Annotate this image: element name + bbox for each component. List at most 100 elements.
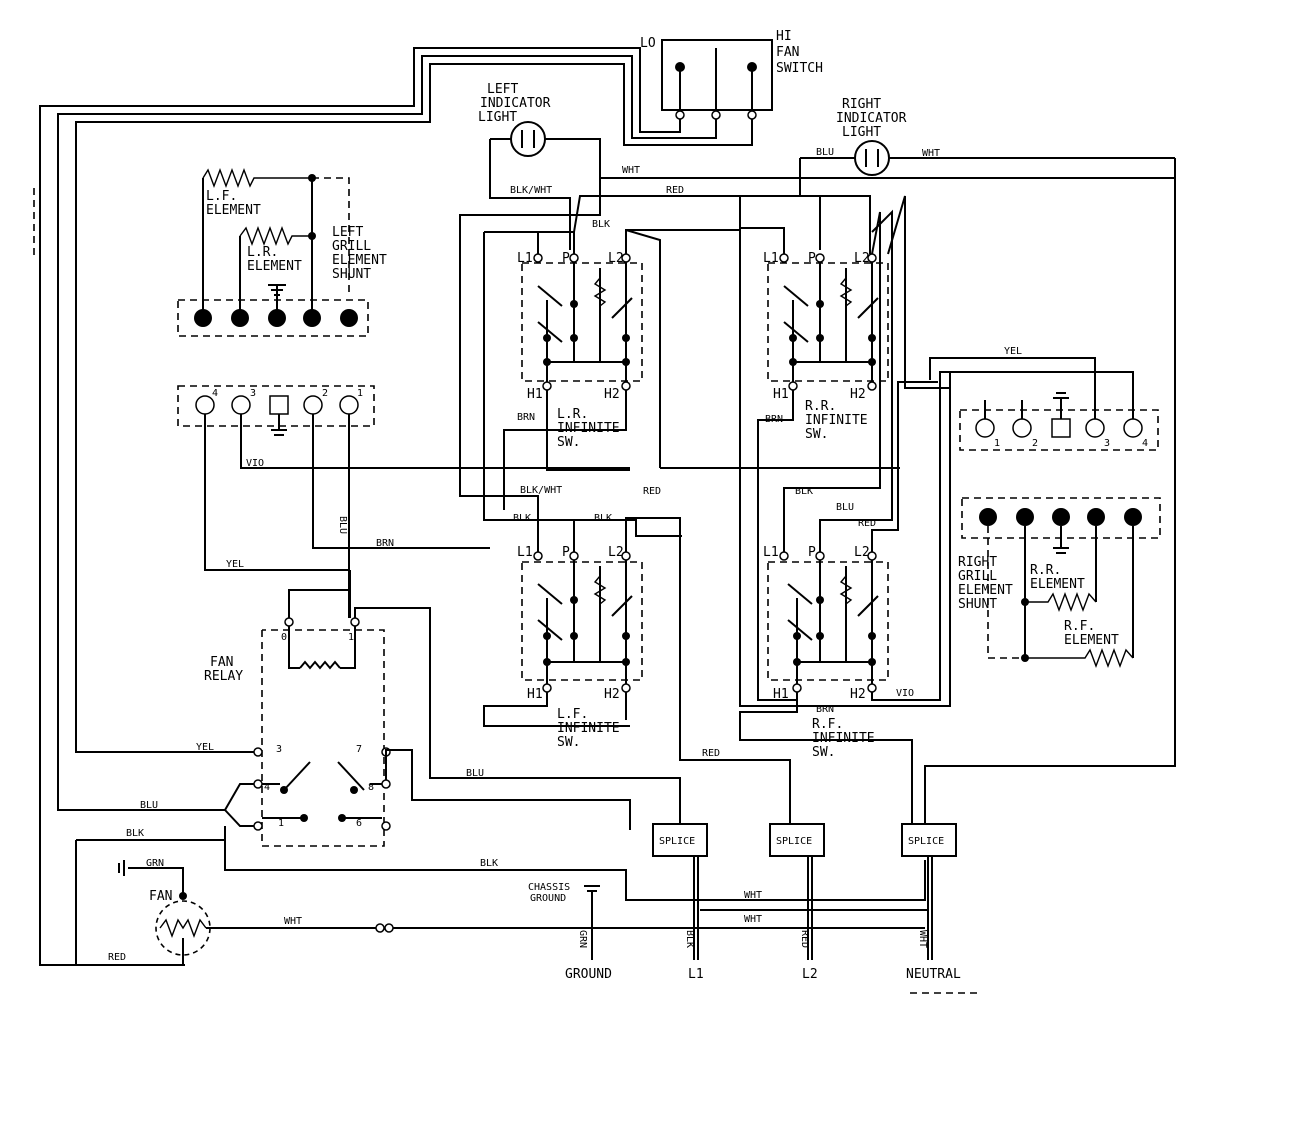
lf-infinite-switch: L1 P L2 H1 H2 L.F. INFINITE SW. — [517, 545, 643, 750]
relay-term-0: 0 — [281, 632, 287, 643]
splice-l1-label: SPLICE — [659, 836, 695, 847]
wire-label-blk-out: BLK — [684, 930, 695, 948]
power-outputs: CHASSIS GROUND GRN BLK RED WHT GROUND L1… — [528, 882, 980, 994]
fan-switch: LO HI FAN SWITCH — [640, 29, 823, 120]
lf-switch-label-2: INFINITE — [557, 721, 620, 736]
wire-label-grn-fan: GRN — [146, 858, 164, 869]
rr-term-h1: H1 — [773, 387, 789, 402]
fan-label: FAN — [149, 889, 172, 904]
rr-element-label-2: ELEMENT — [1030, 577, 1085, 592]
wire-label-wht-out: WHT — [917, 930, 928, 948]
rr-switch-label-2: INFINITE — [805, 413, 868, 428]
fan-switch-wires — [39, 47, 753, 966]
rr-term-h2: H2 — [850, 387, 866, 402]
chassis-ground-label-1: CHASSIS — [528, 882, 570, 893]
rf-element-label-1: R.F. — [1064, 619, 1095, 634]
wire-label-yel-right: YEL — [1004, 346, 1022, 357]
wire-label-blu-bottom: BLU — [466, 768, 484, 779]
relay-coil-icon — [299, 660, 341, 670]
switch-interconnect-wiring: BLK/WHT RED BLK BLK BRN BLK RED BRN BLK … — [459, 178, 1022, 830]
right-block-term-3: 3 — [1104, 438, 1110, 449]
left-indicator-label-1: LEFT — [487, 82, 518, 97]
wire-label-red-mid: RED — [643, 486, 661, 497]
wire-label-grn-out: GRN — [577, 930, 588, 948]
right-indicator-light: RIGHT INDICATOR LIGHT — [800, 97, 1175, 176]
wire-label-red-fan: RED — [108, 952, 126, 963]
lr-switch-label-2: INFINITE — [557, 421, 620, 436]
left-block-term-4: 4 — [212, 388, 218, 399]
right-shunt-label-2: GRILL — [958, 569, 997, 584]
relay-term-b1: 1 — [278, 818, 284, 829]
lr-term-p: P — [562, 251, 570, 266]
wire-label-blu-rf: BLU — [836, 502, 854, 513]
fan-switch-label-2: SWITCH — [776, 61, 823, 76]
wire-label-blk-mid-2: BLK — [594, 513, 612, 524]
wire-label-blu-relay: BLU — [140, 800, 158, 811]
relay-term-4: 4 — [264, 782, 270, 793]
lf-element-label-1: L.F. — [206, 189, 237, 204]
wire-label-wht-fan: WHT — [284, 916, 302, 927]
left-elements: L.F. ELEMENT L.R. ELEMENT LEFT GRILL ELE… — [202, 168, 387, 318]
lr-infinite-switch: L1 P L2 H1 H2 L.R. INFINITE SW. — [517, 251, 643, 450]
lf-term-l2: L2 — [608, 545, 624, 560]
rr-infinite-switch: L1 P L2 H1 H2 R.R. INFINITE SW. — [763, 251, 889, 442]
wire-label-red-out: RED — [799, 930, 810, 948]
rf-term-h1: H1 — [773, 687, 789, 702]
fan-relay-label-2: RELAY — [204, 669, 243, 684]
relay-term-3: 3 — [276, 744, 282, 755]
fan-switch-label-1: FAN — [776, 45, 799, 60]
wire-label-wht-splice-1: WHT — [744, 890, 762, 901]
right-indicator-label-2: INDICATOR — [836, 111, 907, 126]
splice-l1 — [652, 823, 708, 857]
right-shunt-label-1: RIGHT — [958, 555, 997, 570]
wire-label-blk-wht-mid: BLK/WHT — [520, 485, 562, 496]
right-block-term-2: 2 — [1032, 438, 1038, 449]
right-shunt-label-3: ELEMENT — [958, 583, 1013, 598]
right-shunt-label-4: SHUNT — [958, 597, 997, 612]
right-indicator-label-1: RIGHT — [842, 97, 881, 112]
right-grill-connector: RIGHT GRILL ELEMENT SHUNT R.R. ELEMENT R… — [958, 497, 1161, 668]
wire-label-red-top: RED — [666, 185, 684, 196]
left-indicator-label-3: LIGHT — [478, 110, 517, 125]
wire-label-blk-relay: BLK — [126, 828, 144, 839]
splice-l2 — [769, 823, 825, 857]
fan-relay-label-1: FAN — [210, 655, 233, 670]
rf-term-l2: L2 — [854, 545, 870, 560]
lr-term-h2: H2 — [604, 387, 620, 402]
wire-label-wht-top: WHT — [622, 165, 640, 176]
rf-element-resistor-icon — [1025, 648, 1134, 668]
wire-label-blu-right-ind: BLU — [816, 147, 834, 158]
left-indicator-label-2: INDICATOR — [480, 96, 551, 111]
rr-switch-label-3: SW. — [805, 427, 828, 442]
rf-switch-label-1: R.F. — [812, 717, 843, 732]
splice-neutral — [901, 823, 957, 857]
wire-label-blk-mid-1: BLK — [513, 513, 531, 524]
lf-term-h1: H1 — [527, 687, 543, 702]
wire-label-red-rf: RED — [858, 518, 876, 529]
rf-element-label-2: ELEMENT — [1064, 633, 1119, 648]
lf-element-resistor-icon — [202, 168, 312, 188]
lf-element-label-2: ELEMENT — [206, 203, 261, 218]
lr-switch-label-1: L.R. — [557, 407, 588, 422]
lr-term-h1: H1 — [527, 387, 543, 402]
lf-term-h2: H2 — [604, 687, 620, 702]
splice-neutral-label: SPLICE — [908, 836, 944, 847]
right-block-term-4: 4 — [1142, 438, 1148, 449]
right-terminal-block: 1 2 3 4 — [929, 357, 1159, 451]
lf-term-p: P — [562, 545, 570, 560]
wire-label-brn-rf: BRN — [816, 704, 834, 715]
fan-motor: FAN GRN WHT RED — [108, 858, 925, 965]
lr-element-label-1: L.R. — [247, 245, 278, 260]
left-shunt-label-2: GRILL — [332, 239, 371, 254]
right-indicator-label-3: LIGHT — [842, 125, 881, 140]
relay-term-6: 6 — [356, 818, 362, 829]
left-grill-connector — [177, 299, 369, 337]
left-block-term-2: 2 — [322, 388, 328, 399]
left-shunt-label-1: LEFT — [332, 225, 363, 240]
wire-label-blu-left: BLU — [337, 516, 348, 534]
rf-infinite-switch: L1 P L2 H1 H2 R.F. INFINITE SW. — [763, 545, 889, 760]
left-block-term-3: 3 — [250, 388, 256, 399]
lf-term-l1: L1 — [517, 545, 533, 560]
left-terminal-block: 4 3 2 1 — [177, 385, 375, 436]
